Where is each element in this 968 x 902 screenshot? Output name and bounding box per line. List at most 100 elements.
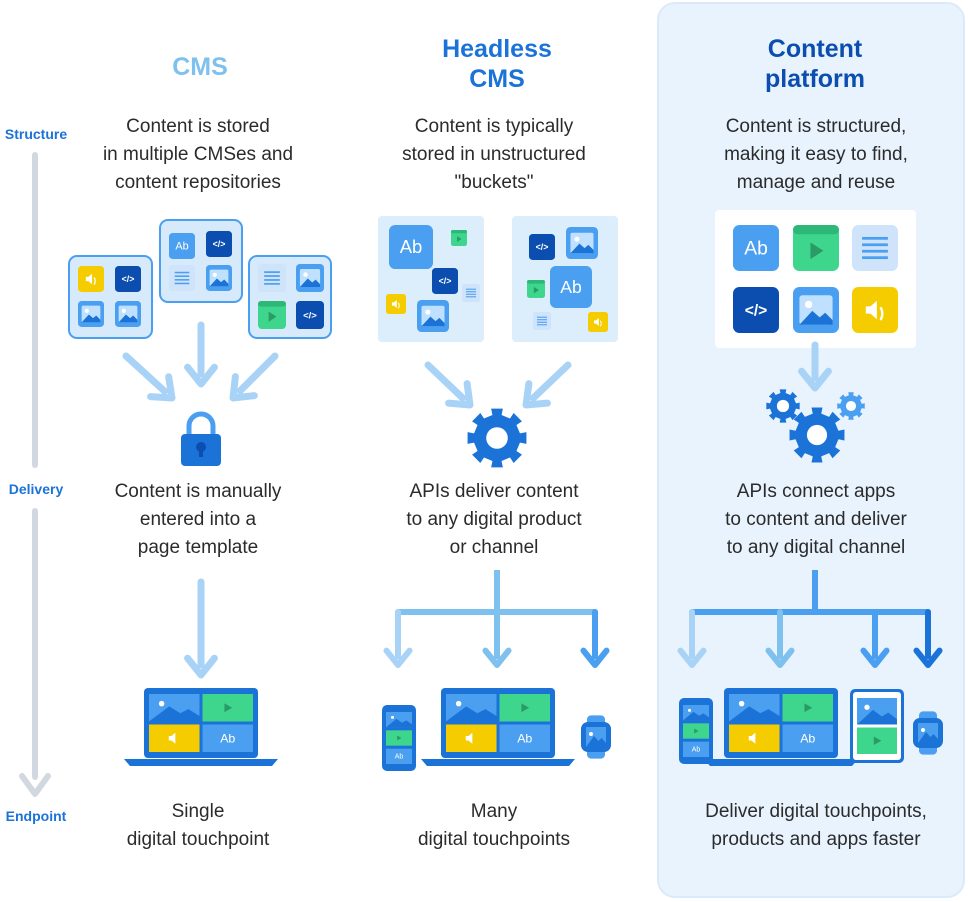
flow-arrow	[798, 341, 832, 392]
ab-screen-tile-icon: Ab	[499, 724, 550, 752]
img-tile-icon	[296, 264, 324, 292]
text-line: making it easy to find,	[724, 144, 908, 165]
platform-structure-text: Content is structured, making it easy to…	[686, 113, 946, 197]
svg-text:</>: </>	[303, 310, 317, 321]
svg-text:</>: </>	[213, 239, 226, 249]
ab-screen-tile-icon: Ab	[386, 748, 412, 764]
img-tile-icon	[417, 300, 449, 332]
img-tile-icon	[793, 287, 839, 333]
gear-icon	[837, 392, 865, 420]
flow-arrow	[424, 361, 474, 409]
svg-text:Ab: Ab	[175, 241, 188, 253]
svg-text:</>: </>	[745, 303, 768, 320]
audio-tile-icon	[78, 266, 104, 292]
svg-text:Ab: Ab	[560, 277, 582, 297]
code-tile-icon: </>	[296, 301, 324, 329]
text-line: Content is stored	[126, 116, 270, 137]
axis-line-lower	[32, 508, 38, 780]
doc-tile-icon	[462, 284, 480, 302]
flow-arrow	[184, 321, 218, 388]
gear-icon	[789, 407, 845, 463]
text-line: in multiple CMSes and	[102, 144, 294, 165]
video-screen-tile-icon	[202, 694, 253, 722]
video-tile-icon	[793, 225, 839, 271]
cms-repository-box: Ab </>	[159, 219, 243, 303]
row-label-structure: Structure	[4, 126, 68, 142]
title-line: platform	[765, 65, 865, 93]
flow-arrow	[913, 609, 943, 668]
platform-distribution-lines	[689, 570, 931, 615]
laptop-icon: Ab	[421, 688, 575, 766]
text-line: to any digital channel	[726, 537, 906, 558]
flow-arrow	[677, 609, 707, 668]
text-line: to any digital product	[406, 509, 582, 530]
ab-screen-tile-icon: Ab	[782, 724, 833, 752]
video-screen-tile-icon	[386, 730, 412, 746]
tablet-icon	[850, 689, 904, 763]
text-line: Many	[470, 801, 518, 822]
video-tile-icon	[451, 230, 467, 246]
text-line: or channel	[449, 537, 539, 558]
cms-endpoint-text: Single digital touchpoint	[78, 798, 318, 854]
img-screen-tile-icon	[446, 694, 497, 722]
doc-tile-icon	[169, 265, 195, 291]
column-title-content-platform: Content platform	[715, 34, 915, 94]
audio-tile-icon	[386, 294, 406, 314]
text-line: entered into a	[139, 509, 257, 530]
text-line: Content is structured,	[725, 116, 907, 137]
gear-icon	[467, 408, 527, 468]
flow-arrow	[229, 352, 279, 402]
ab-screen-tile-icon: Ab	[202, 724, 253, 752]
code-tile-icon: </>	[733, 287, 779, 333]
svg-text:Ab: Ab	[395, 754, 404, 761]
phone-icon: Ab	[382, 705, 416, 771]
text-line: "buckets"	[454, 172, 534, 193]
axis-line-upper	[32, 152, 38, 468]
phone-icon: Ab	[679, 698, 713, 764]
svg-text:Ab: Ab	[744, 238, 768, 259]
svg-text:Ab: Ab	[800, 731, 815, 745]
text-line: stored in unstructured	[402, 144, 586, 165]
code-tile-icon: </>	[206, 231, 232, 257]
svg-text:</>: </>	[536, 242, 549, 252]
laptop-icon: Ab	[124, 688, 278, 766]
text-line: digital touchpoints	[417, 829, 571, 850]
text-line: Single	[171, 801, 225, 822]
flow-arrow	[860, 609, 890, 668]
audio-tile-icon	[852, 287, 898, 333]
flow-arrow	[765, 609, 795, 668]
text-line: content repositories	[115, 172, 281, 193]
img-screen-tile-icon	[586, 727, 606, 747]
text-line: APIs deliver content	[409, 481, 579, 502]
svg-text:</>: </>	[122, 274, 135, 284]
img-tile-icon	[115, 301, 141, 327]
title-line: Content	[767, 35, 863, 63]
watch-icon	[913, 711, 943, 755]
platform-endpoint-text: Deliver digital touchpoints, products an…	[676, 798, 956, 854]
column-title-headless-cms: Headless CMS	[397, 34, 597, 94]
title-line: CMS	[469, 65, 525, 93]
text-line: Content is manually	[114, 481, 282, 502]
text-line: APIs connect apps	[736, 481, 896, 502]
img-tile-icon	[206, 265, 232, 291]
cms-repository-box: </>	[248, 255, 332, 339]
cms-repository-box: </>	[68, 255, 153, 339]
svg-text:</>: </>	[439, 276, 452, 286]
row-label-endpoint: Endpoint	[5, 808, 67, 824]
svg-text:Ab: Ab	[692, 747, 701, 754]
flow-arrow	[122, 352, 176, 402]
ab-tile-icon: Ab	[389, 225, 433, 269]
headless-distribution-lines	[395, 570, 598, 615]
img-tile-icon	[78, 301, 104, 327]
code-tile-icon: </>	[529, 234, 555, 260]
content-platform-card: Ab </>	[715, 210, 916, 348]
ab-tile-icon: Ab	[550, 266, 592, 308]
flow-arrow	[482, 609, 512, 668]
flow-arrow	[522, 361, 572, 409]
img-screen-tile-icon	[857, 698, 897, 725]
flow-arrow	[184, 578, 218, 679]
headless-endpoint-text: Many digital touchpoints	[374, 798, 614, 854]
lock-icon	[181, 411, 221, 466]
img-screen-tile-icon	[386, 712, 412, 728]
doc-tile-icon	[533, 312, 551, 330]
